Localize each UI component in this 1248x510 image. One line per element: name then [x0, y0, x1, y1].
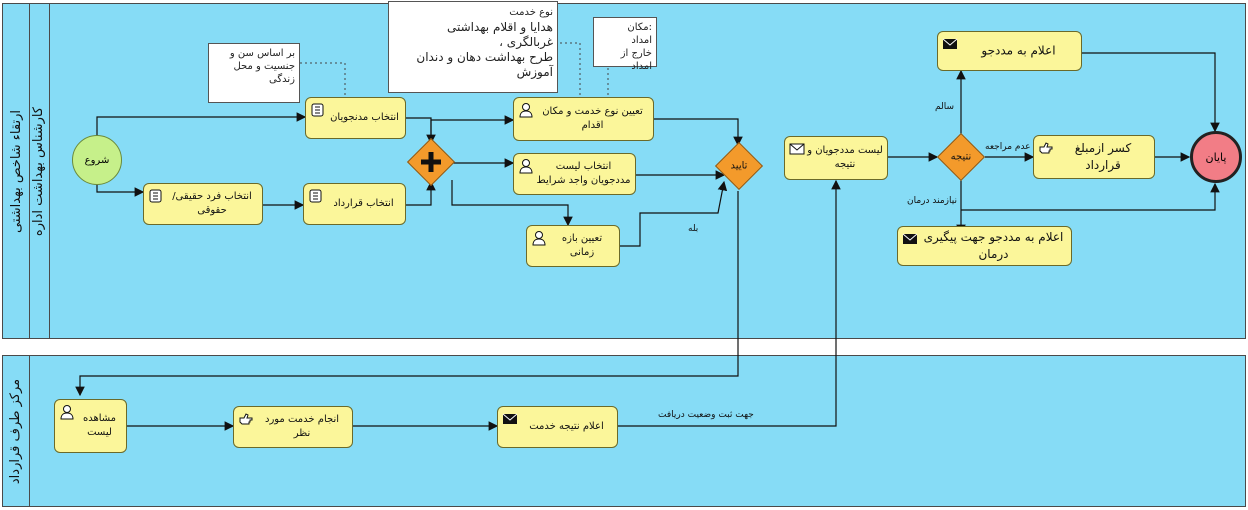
task-label: انتخاب فرد حقیقی/حقوقی	[172, 191, 252, 216]
start-event-label: شروع	[84, 154, 110, 166]
task-select-students[interactable]: انتخاب مدنجویان	[305, 97, 406, 139]
flow-label-record-status: جهت ثبت وضعیت دریافت	[658, 410, 754, 420]
flow-label-no-visit: عدم مراجعه	[985, 142, 1031, 152]
flow-label-needs-treatment: نیازمند درمان	[907, 196, 957, 206]
note-line: آموزش	[516, 65, 553, 79]
note-line: نوع خدمت	[509, 7, 553, 18]
task-announce-followup[interactable]: اعلام به مددجو جهت پیگیری درمان	[897, 226, 1072, 266]
task-label: تعیین نوع خدمت و مکان اقدام	[542, 106, 643, 131]
gateway-label: نتیجه	[950, 151, 972, 163]
manual-task-icon	[239, 413, 253, 425]
note-criteria: بر اساس سن و جنسیت و محل زندگی	[208, 43, 300, 103]
task-time-period[interactable]: تعیین بازه زمانی	[526, 225, 620, 267]
task-label: لیست مددجویان و نتیجه	[807, 145, 883, 170]
script-icon	[309, 189, 322, 203]
pool-label-band: مرکز طرف قرارداد	[3, 356, 30, 506]
end-event-label: پایان	[1205, 150, 1227, 164]
user-icon	[60, 405, 74, 420]
parallel-gateway[interactable]	[406, 137, 456, 187]
task-announce-student[interactable]: اعلام به مددجو	[937, 31, 1082, 71]
task-select-eligible[interactable]: انتخاب لیست مددجویان واجد شرایط	[513, 153, 636, 195]
task-label: تعیین بازه زمانی	[561, 233, 603, 258]
note-service-type: نوع خدمت هدایا و اقلام بهداشتی غربالگری …	[388, 1, 558, 93]
task-label: اعلام نتیجه خدمت	[529, 421, 604, 432]
gateway-label: تایید	[730, 160, 748, 172]
flow	[406, 117, 436, 145]
task-perform-service[interactable]: انجام خدمت مورد نظر	[233, 406, 353, 448]
task-label: اعلام به مددجو	[981, 43, 1056, 58]
envelope-filled-icon	[942, 38, 958, 49]
task-view-list[interactable]: مشاهده لیست	[54, 399, 127, 453]
flow	[75, 191, 739, 397]
note-line: غربالگری ،	[499, 35, 553, 49]
task-deduct-contract[interactable]: کسر ازمبلغ قرارداد	[1033, 135, 1155, 179]
task-select-contract[interactable]: انتخاب قرارداد	[303, 183, 406, 225]
note-line: هدایا و اقلام بهداشتی	[446, 20, 553, 34]
user-icon	[519, 159, 533, 174]
note-line: امداد	[631, 35, 652, 46]
flow	[406, 180, 436, 206]
task-label: انتخاب مدنجویان	[330, 112, 399, 123]
pool-label-band: ارتقاء شاخص بهداشتی	[3, 4, 30, 338]
note-line: خارج از امداد	[620, 48, 652, 72]
task-label: انتخاب لیست مددجویان واجد شرایط	[536, 161, 631, 186]
note-line: زندگی	[269, 74, 295, 85]
flow	[451, 180, 573, 227]
manual-task-icon	[1039, 142, 1053, 154]
flow	[654, 118, 743, 147]
note-location: :مکان امداد خارج از امداد	[593, 17, 657, 72]
flow-label-healthy: سالم	[935, 102, 955, 112]
task-label: انتخاب قرارداد	[333, 198, 394, 209]
task-label: مشاهده لیست	[82, 413, 117, 438]
association	[558, 42, 581, 95]
pool-contract-center: مرکز طرف قرارداد	[2, 355, 1246, 507]
note-line: :مکان	[627, 22, 652, 33]
task-announce-result[interactable]: اعلام نتیجه خدمت	[497, 406, 618, 448]
task-label: اعلام به مددجو جهت پیگیری درمان	[923, 230, 1064, 261]
flow	[430, 115, 515, 143]
user-icon	[519, 103, 533, 118]
end-event[interactable]: پایان	[1190, 131, 1242, 183]
flow	[620, 180, 728, 247]
envelope-filled-icon	[502, 413, 518, 424]
flow	[961, 182, 1220, 211]
note-line: بر اساس سن و	[229, 48, 295, 59]
task-determine-service[interactable]: تعیین نوع خدمت و مکان اقدام	[513, 97, 654, 141]
task-student-list[interactable]: لیست مددجویان و نتیجه	[784, 136, 888, 180]
script-icon	[311, 103, 324, 117]
task-label: انجام خدمت مورد نظر	[264, 414, 340, 439]
envelope-filled-icon	[902, 233, 918, 244]
association	[300, 62, 346, 95]
plus-icon	[421, 152, 441, 172]
flow	[1082, 52, 1220, 133]
gateway-confirm[interactable]: تایید	[714, 141, 764, 191]
note-line: جنسیت و محل	[233, 61, 295, 72]
flow	[618, 179, 841, 427]
envelope-icon	[789, 143, 805, 155]
task-label: کسر ازمبلغ قرارداد	[1074, 141, 1132, 172]
start-event[interactable]: شروع	[72, 135, 122, 185]
flow	[96, 112, 307, 140]
gateway-result[interactable]: نتیجه	[936, 132, 986, 182]
script-icon	[149, 189, 162, 203]
user-icon	[532, 231, 546, 246]
flow-label-yes: بله	[688, 224, 699, 234]
note-line: طرح بهداشت دهان و دندان	[416, 50, 553, 64]
lane-label-band: کارشناس بهداشت اداره	[29, 4, 50, 338]
task-select-person[interactable]: انتخاب فرد حقیقی/حقوقی	[143, 183, 263, 225]
